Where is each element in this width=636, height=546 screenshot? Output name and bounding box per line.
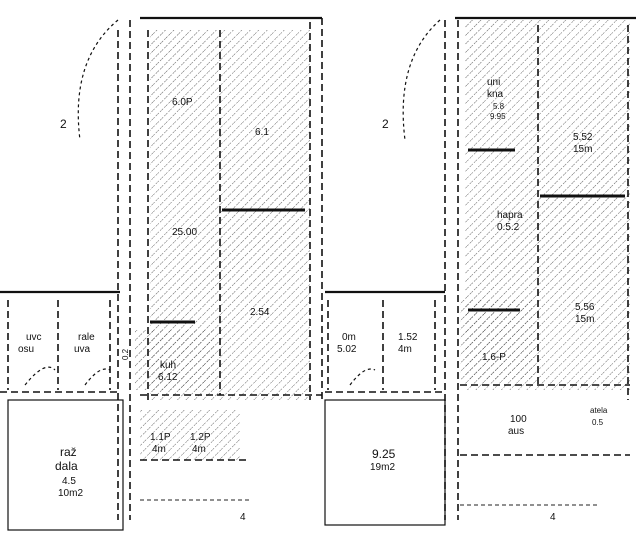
- room-label: 9.95: [490, 112, 506, 121]
- room-label: 6.12: [158, 372, 178, 383]
- room-label: 4m: [152, 444, 166, 455]
- left-room-labels: 6.0P 6.1 25.00 2.54 uvc osu rale uva kuh…: [18, 97, 270, 499]
- room-label: 10m2: [58, 488, 83, 499]
- room-label: atela: [590, 406, 608, 415]
- room-label: 0m: [342, 332, 356, 343]
- room-label: uvc: [26, 332, 42, 343]
- room-label: 25.00: [172, 227, 197, 238]
- left-hatched-small: [140, 410, 240, 460]
- room-label: 1.2P: [190, 432, 211, 443]
- right-hatched-center: [460, 300, 535, 380]
- room-label: 4m: [398, 344, 412, 355]
- room-label: 1.6-P: [482, 352, 506, 363]
- left-door-arc: [77, 19, 119, 141]
- room-label: osu: [18, 344, 34, 355]
- right-door-arc: [402, 19, 441, 141]
- room-label: 6.0P: [172, 97, 193, 108]
- left-door-arc-3: [84, 368, 111, 386]
- left-margin-marks: 2 0.2 4: [60, 117, 246, 523]
- room-label: 5.56: [575, 302, 595, 313]
- room-label: kuh: [160, 360, 176, 371]
- room-label: uva: [74, 344, 91, 355]
- room-label: 5.52: [573, 132, 593, 143]
- right-plan: uni kna 5.8 9.95 5.52 15m hapra 0.5.2 5.…: [324, 16, 636, 526]
- room-label: 2.54: [250, 307, 270, 318]
- margin-mark: 4: [550, 512, 556, 523]
- room-label: 0.5: [592, 418, 604, 427]
- left-annex-big-room: [7, 399, 124, 531]
- room-label: 5.8: [493, 102, 505, 111]
- right-room-labels: uni kna 5.8 9.95 5.52 15m hapra 0.5.2 5.…: [337, 77, 608, 473]
- room-label: 1.52: [398, 332, 418, 343]
- right-door-arc-2: [349, 368, 376, 386]
- room-label: 5.02: [337, 344, 357, 355]
- room-label: 4m: [192, 444, 206, 455]
- margin-mark: 0.2: [121, 348, 130, 360]
- room-label: 9.25: [372, 447, 396, 461]
- right-annex-big-room: [324, 399, 446, 526]
- room-label: 15m: [573, 144, 592, 155]
- room-label: 4.5: [62, 476, 76, 487]
- left-plan: 6.0P 6.1 25.00 2.54 uvc osu rale uva kuh…: [0, 16, 323, 531]
- room-label: 0.5.2: [497, 222, 520, 233]
- room-label: raž: [60, 445, 77, 459]
- margin-mark: 4: [240, 512, 246, 523]
- room-label: 100: [510, 414, 527, 425]
- room-label: 15m: [575, 314, 594, 325]
- right-margin-marks: 2 4: [382, 117, 556, 523]
- margin-mark: 2: [382, 117, 389, 131]
- room-label: 6.1: [255, 127, 269, 138]
- room-label: 19m2: [370, 462, 395, 473]
- room-label: kna: [487, 89, 504, 100]
- room-label: aus: [508, 426, 524, 437]
- left-door-arc-2: [24, 366, 56, 386]
- room-label: 1.1P: [150, 432, 171, 443]
- room-label: dala: [55, 459, 78, 473]
- room-label: hapra: [497, 210, 523, 221]
- margin-mark: 2: [60, 117, 67, 131]
- room-label: rale: [78, 332, 95, 343]
- room-label: uni: [487, 77, 500, 88]
